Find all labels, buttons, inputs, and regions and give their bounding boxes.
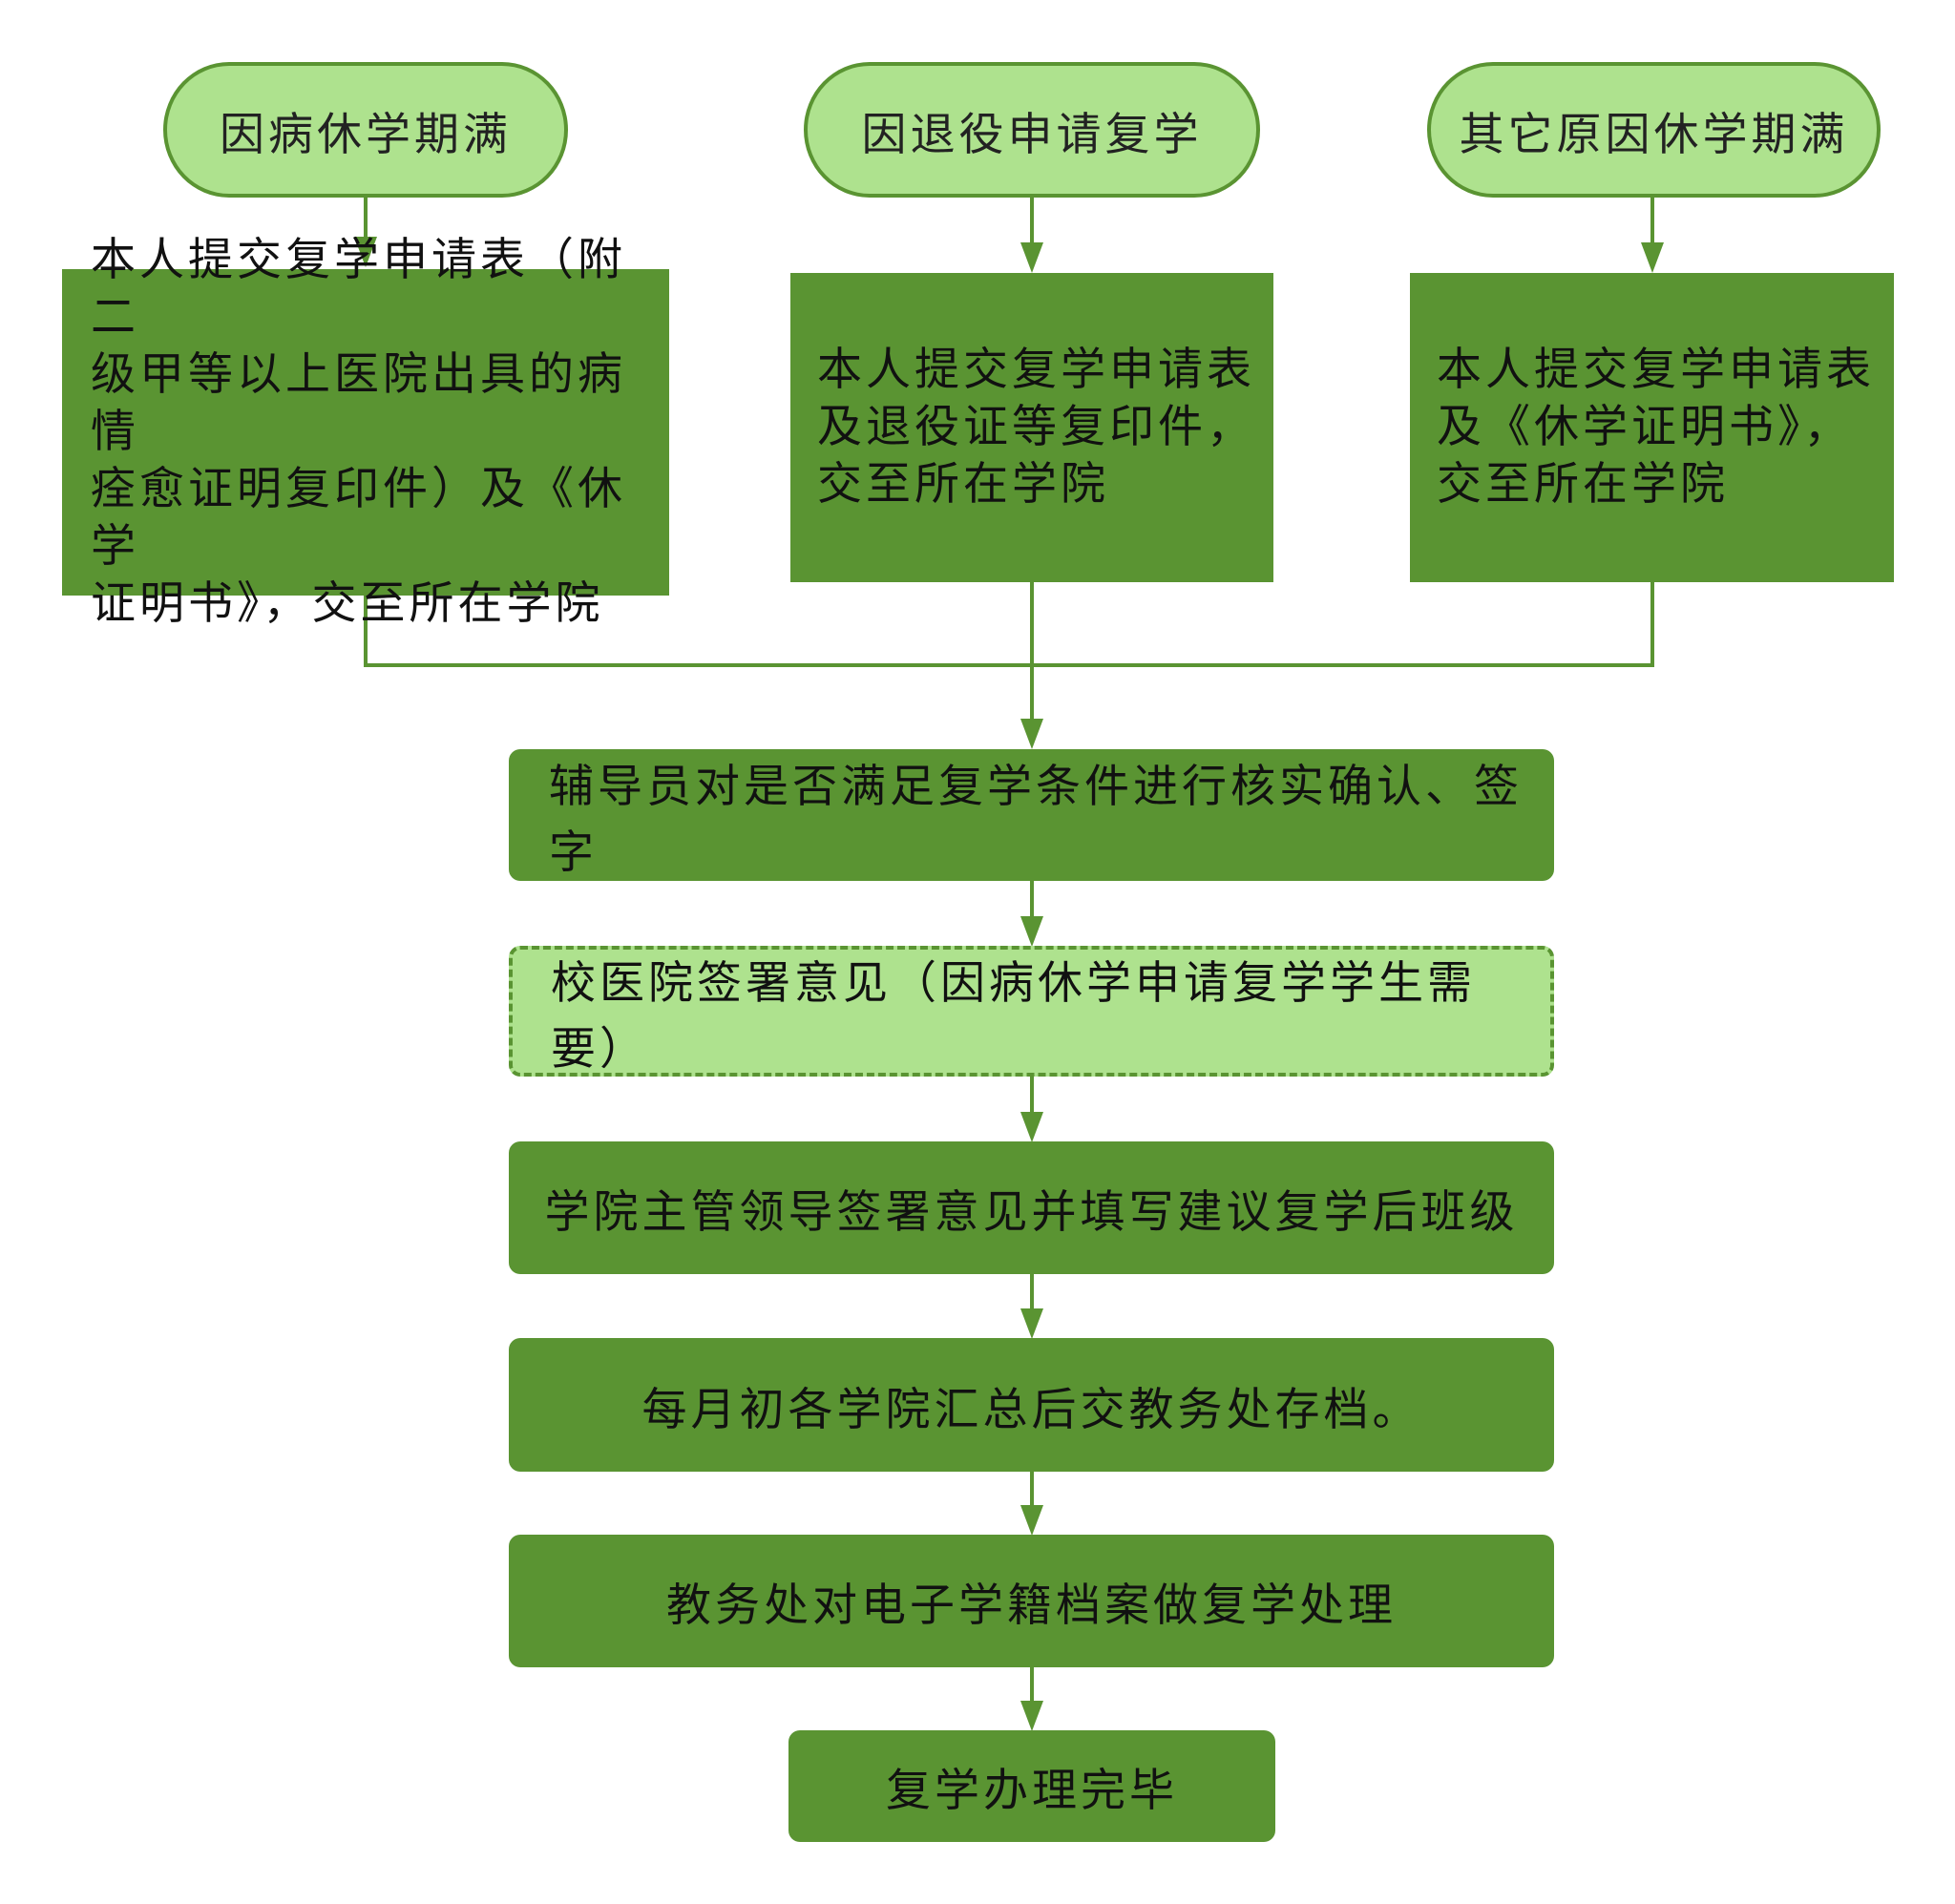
step-label: 校医院签署意见（因病休学申请复学学生需要） — [551, 956, 1476, 1076]
start-node-label: 其它原因休学期满 — [1459, 108, 1849, 161]
arrowhead-icon — [1020, 916, 1043, 947]
arrowhead-icon — [1020, 1701, 1043, 1731]
step-label: 学院主管领导签署意见并填写建议复学后班级 — [544, 1186, 1519, 1239]
merge-connector-left — [364, 596, 1032, 667]
submit-node-military: 本人提交复学申请表 及退役证等复印件， 交至所在学院 — [790, 273, 1273, 582]
end-node-complete: 复学办理完毕 — [788, 1730, 1275, 1842]
arrowhead-icon — [354, 237, 377, 267]
start-node-military-discharge: 因退役申请复学 — [804, 62, 1260, 198]
submit-node-label: 本人提交复学申请表（附二 级甲等以上医院出具的病情 痊愈证明复印件）及《休学 证… — [91, 234, 626, 630]
submit-node-label: 本人提交复学申请表 及《休学证明书》， 交至所在学院 — [1437, 344, 1875, 511]
arrowhead-icon — [1020, 1505, 1043, 1536]
end-node-label: 复学办理完毕 — [886, 1765, 1178, 1817]
submit-node-illness: 本人提交复学申请表（附二 级甲等以上医院出具的病情 痊愈证明复印件）及《休学 证… — [62, 234, 669, 630]
arrowhead-icon — [1020, 719, 1043, 749]
start-node-illness-leave-expired: 因病休学期满 — [163, 62, 568, 198]
arrowhead-icon — [1020, 242, 1043, 273]
step-label: 教务处对电子学籍档案做复学处理 — [666, 1580, 1397, 1632]
arrowhead-icon — [1020, 1308, 1043, 1339]
step-counselor-verify: 辅导员对是否满足复学条件进行核实确认、签字 — [509, 749, 1554, 881]
arrowhead-icon — [1641, 242, 1664, 273]
step-college-leader-sign: 学院主管领导签署意见并填写建议复学后班级 — [509, 1141, 1554, 1274]
submit-node-other: 本人提交复学申请表 及《休学证明书》， 交至所在学院 — [1410, 273, 1894, 582]
arrowhead-icon — [1020, 1112, 1043, 1142]
start-node-other-leave-expired: 其它原因休学期满 — [1427, 62, 1881, 198]
step-label: 辅导员对是否满足复学条件进行核实确认、签字 — [549, 761, 1523, 879]
step-school-hospital-opinion: 校医院签署意见（因病休学申请复学学生需要） — [509, 946, 1554, 1077]
step-label: 每月初各学院汇总后交教务处存档。 — [641, 1383, 1421, 1436]
merge-connector-right — [1032, 582, 1654, 667]
step-monthly-archive: 每月初各学院汇总后交教务处存档。 — [509, 1338, 1554, 1472]
step-academic-affairs-process: 教务处对电子学籍档案做复学处理 — [509, 1535, 1554, 1667]
submit-node-label: 本人提交复学申请表 及退役证等复印件， 交至所在学院 — [817, 344, 1255, 511]
start-node-label: 因退役申请复学 — [861, 108, 1203, 161]
start-node-label: 因病休学期满 — [220, 108, 512, 161]
